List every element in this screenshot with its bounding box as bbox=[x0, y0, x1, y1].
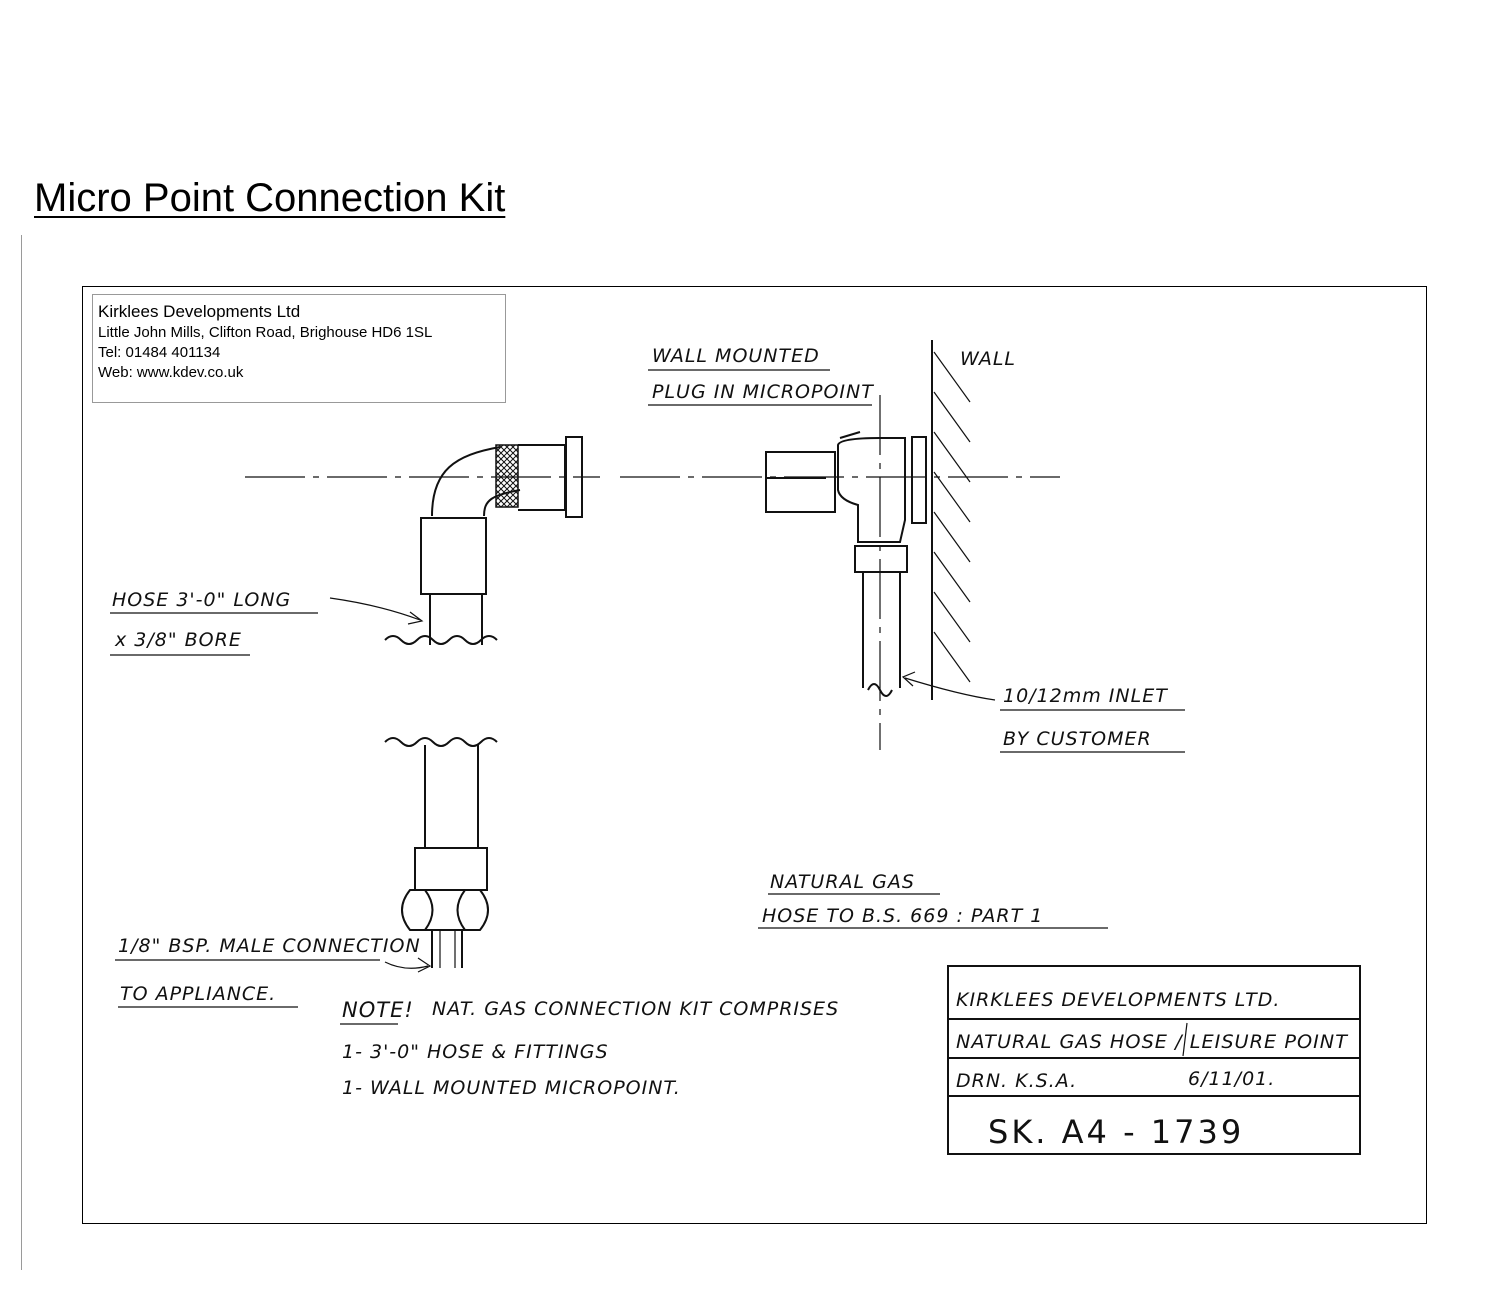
company-tel: Tel: 01484 401134 bbox=[98, 344, 221, 361]
page-title: Micro Point Connection Kit bbox=[34, 176, 506, 220]
hose-leader-arrow bbox=[329, 597, 424, 625]
label-wall-mounted: WALL MOUNTED bbox=[652, 345, 820, 367]
bsp-leader-arrow bbox=[384, 957, 432, 973]
label-wall: WALL bbox=[960, 348, 1016, 370]
hose-elbow-fitting bbox=[384, 436, 583, 645]
wall-hatching bbox=[931, 340, 971, 700]
label-to-appliance: TO APPLIANCE. bbox=[120, 983, 276, 1005]
label-plug-in: PLUG IN MICROPOINT bbox=[652, 381, 874, 403]
note-line-1: NAT. GAS CONNECTION KIT COMPRISES bbox=[432, 998, 839, 1020]
title-block-drawing-number: SK. A4 - 1739 bbox=[988, 1113, 1244, 1151]
left-margin-rule bbox=[21, 235, 22, 1270]
title-block bbox=[947, 965, 1361, 1155]
title-block-date: 6/11/01. bbox=[1188, 1068, 1275, 1090]
drawing-frame bbox=[82, 286, 1427, 1224]
label-hose-length: HOSE 3'-0" LONG bbox=[112, 589, 291, 611]
label-bsp-connection: 1/8" BSP. MALE CONNECTION bbox=[118, 935, 421, 957]
company-name: Kirklees Developments Ltd bbox=[98, 302, 301, 321]
company-web: Web: www.kdev.co.uk bbox=[98, 364, 244, 381]
title-block-company: KIRKLEES DEVELOPMENTS LTD. bbox=[956, 989, 1280, 1011]
label-hose-standard: HOSE TO B.S. 669 : PART 1 bbox=[762, 905, 1043, 927]
inlet-leader-arrow bbox=[901, 671, 996, 701]
note-line-2: 1- 3'-0" HOSE & FITTINGS bbox=[342, 1041, 609, 1063]
title-block-description: NATURAL GAS HOSE / LEISURE POINT bbox=[956, 1031, 1348, 1053]
label-natural-gas: NATURAL GAS bbox=[770, 871, 915, 893]
hose-lower-connector bbox=[384, 737, 498, 968]
company-info-box: Kirklees Developments Ltd Little John Mi… bbox=[92, 294, 506, 403]
note-line-3: 1- WALL MOUNTED MICROPOINT. bbox=[342, 1077, 681, 1099]
company-address: Little John Mills, Clifton Road, Brighou… bbox=[98, 324, 433, 341]
label-inlet: 10/12mm INLET bbox=[1003, 685, 1168, 707]
label-by-customer: BY CUSTOMER bbox=[1003, 728, 1152, 750]
wall-micropoint bbox=[765, 431, 927, 697]
title-block-drawn-by: DRN. K.S.A. bbox=[956, 1070, 1077, 1092]
label-hose-bore: x 3/8" BORE bbox=[114, 629, 242, 651]
note-heading: NOTE! bbox=[342, 998, 414, 1022]
